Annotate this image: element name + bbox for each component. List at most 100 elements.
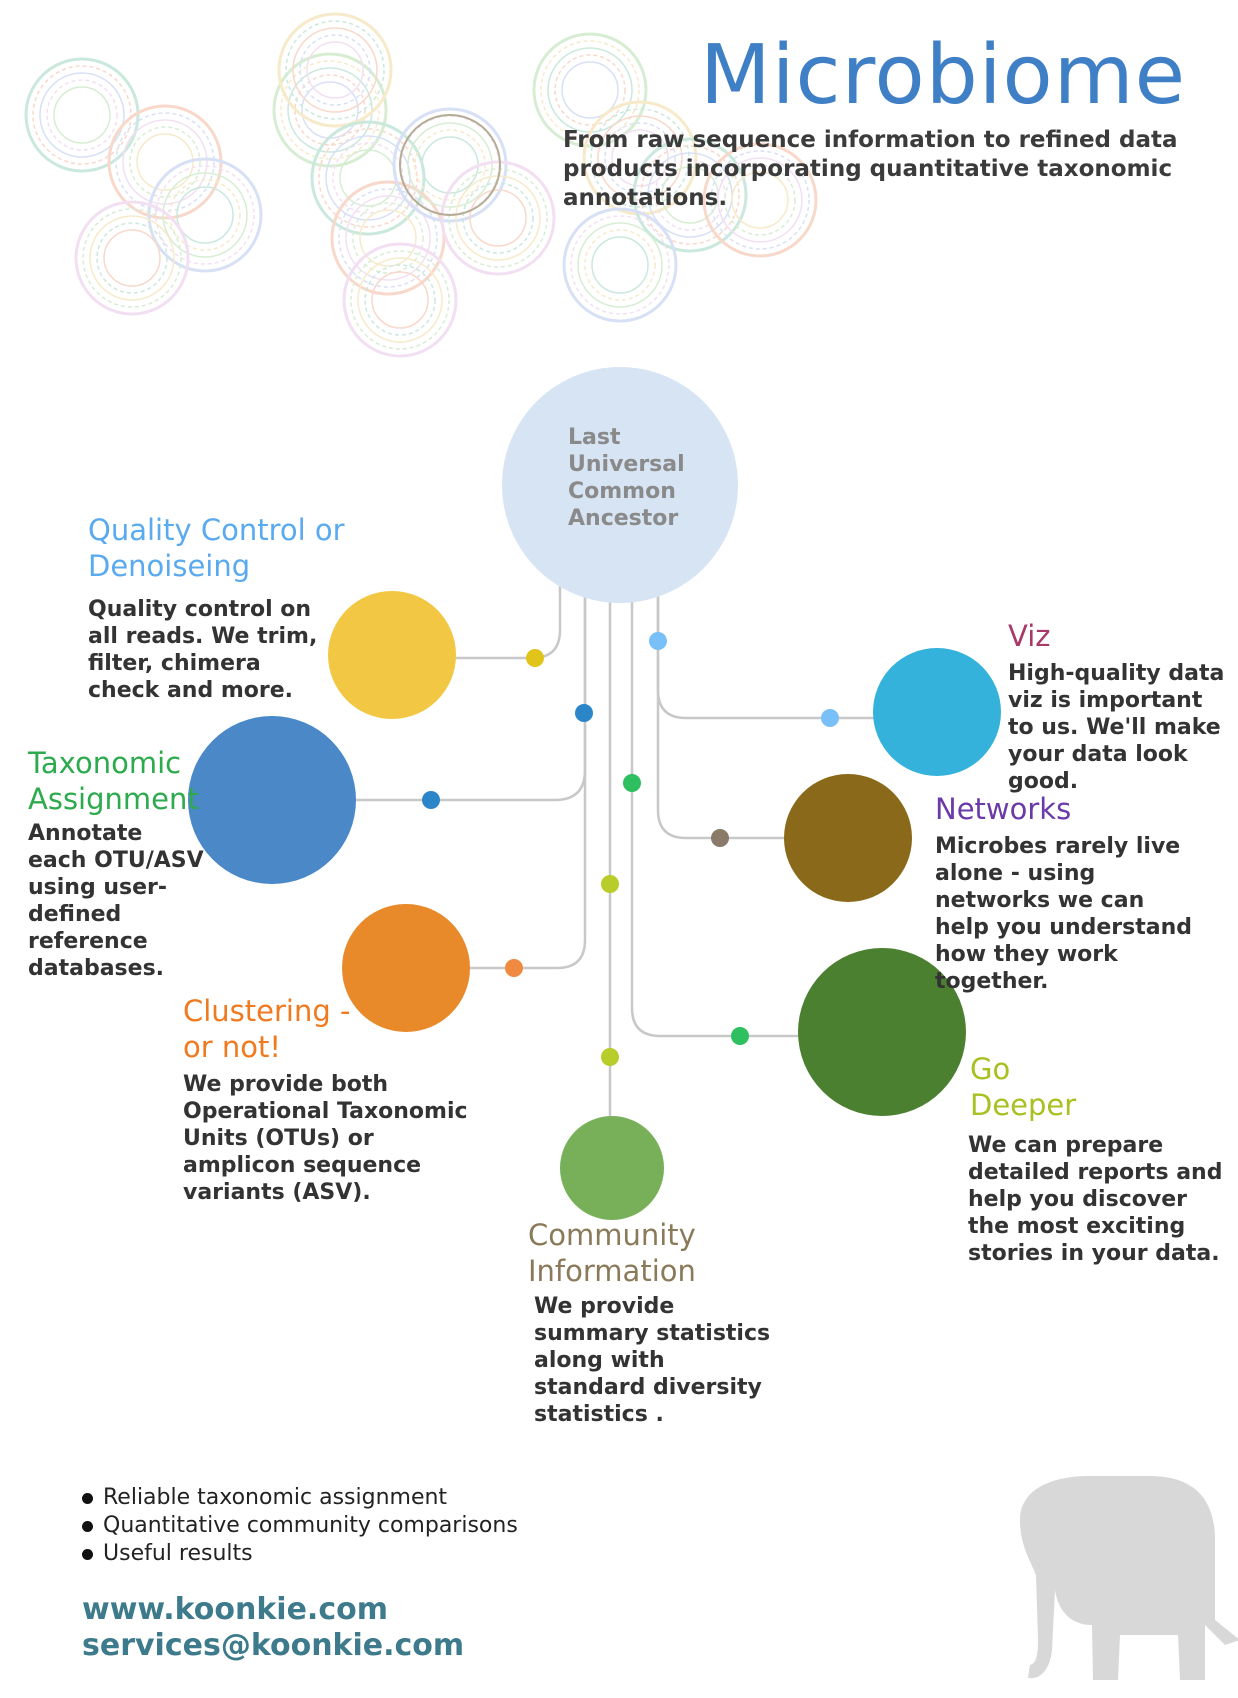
node-title-taxonomic: Taxonomic Assignment [28,746,199,816]
decorative-ring [597,115,683,201]
node-title-community: Community Information [528,1218,696,1288]
page-title: Microbiome [700,28,1187,123]
decorative-ring [462,182,534,254]
decorative-ring [577,222,663,308]
bullet-icon [82,1492,93,1504]
decorative-ring [169,179,241,251]
decorative-ring [74,200,190,316]
decorative-ring [604,122,676,194]
decorative-ring [570,215,670,315]
page-subtitle: From raw sequence information to refined… [563,127,1178,211]
bullet-icon [82,1520,93,1532]
decorative-ring [287,67,373,153]
decorative-ring [292,27,378,113]
website-link[interactable]: www.koonkie.com [82,1592,388,1627]
decorative-ring [162,172,248,258]
decorative-ring [96,222,168,294]
decorative-ring [285,20,385,120]
decorative-ring [277,12,393,128]
junction-dot-networks [711,829,729,847]
decorative-ring [724,164,796,236]
decorative-ring [338,188,438,288]
decorative-ring [399,114,501,216]
decorative-ring [330,180,446,296]
decorative-ring [717,157,803,243]
list-item: Quantitative community comparisons [82,1512,518,1540]
junction-dot-deeper [731,1027,749,1045]
list-item: Reliable taxonomic assignment [82,1484,518,1512]
node-circle-deeper [798,948,966,1116]
decorative-ring [611,129,669,187]
decorative-ring [32,65,132,165]
node-title-clustering: Clustering - or not! [183,994,351,1064]
junction-dot-clustering [505,959,523,977]
node-desc-quality: Quality control on all reads. We trim, f… [88,597,318,703]
connector-clustering [406,560,587,970]
decorative-ring [371,271,429,329]
decorative-ring [103,229,161,287]
list-item: Useful results [82,1540,518,1568]
connector-deeper [630,560,882,1038]
junction-dot [623,774,641,792]
decorative-ring [53,86,111,144]
decorative-ring [357,257,443,343]
node-circle-networks [784,774,912,902]
junction-dots [422,632,839,1066]
decorative-ring [547,47,633,133]
junction-dot [601,875,619,893]
decorative-ring [272,52,388,168]
decorative-ring [176,186,234,244]
connector-networks [656,560,848,840]
decorative-ring [359,209,417,267]
contact-info: www.koonkie.com services@koonkie.com [82,1592,464,1664]
node-title-networks: Networks [935,792,1072,826]
decorative-ring [469,189,527,247]
node-desc-clustering: We provide both Operational Taxonomic Un… [183,1072,468,1205]
decorative-ring [345,195,431,281]
junction-dot [649,632,667,650]
node-desc-deeper: We can prepare detailed reports and help… [968,1133,1223,1266]
decorative-ring [540,40,640,140]
elephant-icon [1020,1476,1238,1680]
decorative-ring [532,32,648,148]
decorative-ring [562,207,678,323]
decorative-ring [421,136,479,194]
decorative-ring [392,107,508,223]
decorative-ring [702,142,818,258]
node-circle-taxonomic [188,716,356,884]
decorative-ring [82,208,182,308]
decorative-ring [448,168,548,268]
root-label: Last Universal Common Ancestor [568,425,685,531]
node-title-deeper: Go Deeper [970,1052,1077,1122]
node-desc-taxonomic: Annotate each OTU/ASV using user-defined… [28,821,204,981]
feature-list: Reliable taxonomic assignment Quantitati… [82,1484,518,1568]
decorative-ring [39,72,125,158]
node-circle-community [560,1116,664,1220]
email-link[interactable]: services@koonkie.com [82,1628,465,1663]
junction-dot [575,704,593,722]
decorative-ring [306,41,364,99]
decorative-ring [136,133,194,191]
decorative-ring [342,242,458,358]
decorative-ring [350,250,450,350]
decorative-ring [710,150,810,250]
decorative-ring [640,145,740,245]
decorative-ring [440,160,556,276]
node-desc-viz: High-quality data viz is important to us… [1008,661,1225,794]
decorative-ring [584,229,656,301]
root-circle [502,367,738,603]
decorative-ring [294,74,366,146]
decorative-ring [129,126,201,198]
decorative-ring [352,202,424,274]
decorative-ring [155,165,255,265]
node-circles [188,591,1001,1220]
decorative-ring [364,264,436,336]
node-desc-networks: Microbes rarely live alone - using netwo… [935,834,1193,994]
decorative-ring [731,171,789,229]
junction-dot-viz [821,709,839,727]
decorative-ring [299,34,371,106]
node-desc-community: We provide summary statistics along with… [534,1294,771,1427]
decorative-ring [115,112,215,212]
decorative-ring [89,215,175,301]
node-title-viz: Viz [1008,619,1051,653]
